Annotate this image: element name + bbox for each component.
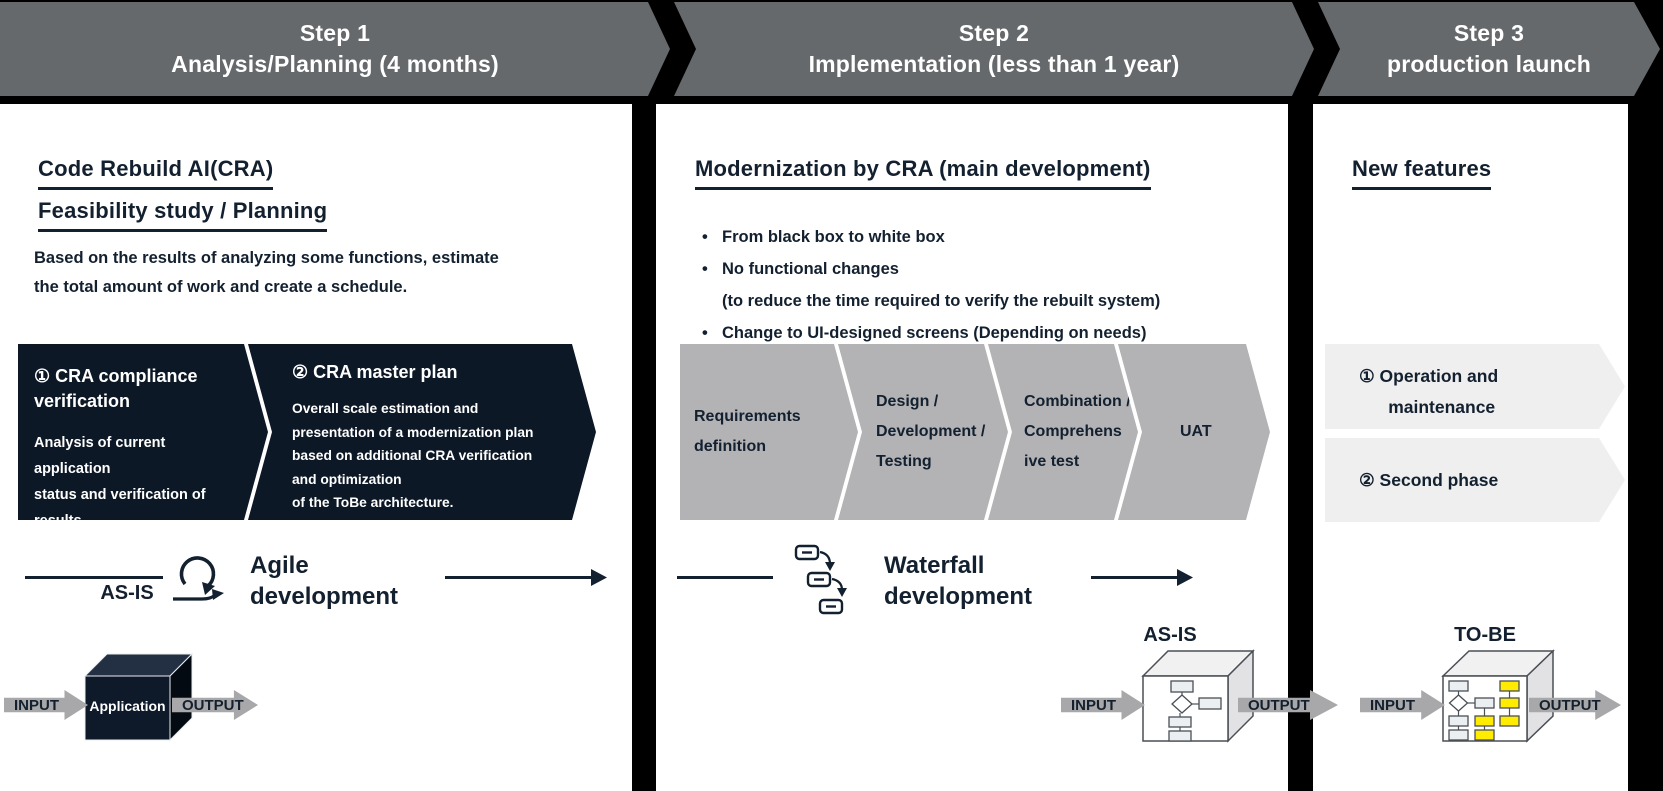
item-operation-and-maintenance: ① Operation and maintenance: [1325, 344, 1625, 429]
timeline-arrow-right: [445, 569, 607, 586]
panel1-heading-line1: Code Rebuild AI(CRA): [38, 156, 274, 190]
agile-development-label: Agile development: [250, 552, 399, 610]
timeline-arrow-right: [1091, 569, 1193, 586]
waterfall-steps-icon: [794, 544, 847, 615]
step3-title: Step 3: [1453, 20, 1525, 46]
header-step1: Step 1 Analysis/Planning (4 months): [0, 2, 670, 96]
as-is-label: AS-IS: [100, 582, 154, 604]
step2-title: Step 2: [958, 20, 1030, 46]
agile-loop-icon: [173, 556, 224, 601]
to-be-whitebox-cube: [1441, 649, 1555, 743]
cra-master-plan-title: ② CRA master plan: [292, 362, 458, 382]
phase-combination-comprehensive-test: Combination / Comprehens ive test: [988, 344, 1138, 520]
phase-design-development-testing: Design / Development / Testing: [838, 344, 1008, 520]
bullet-item: From black box to white box: [698, 221, 1160, 253]
item-second-phase: ② Second phase: [1325, 438, 1625, 522]
panel1-heading-line2: Feasibility study / Planning: [38, 198, 328, 232]
waterfall-development-label: Waterfall development: [884, 552, 1033, 610]
as-is-whitebox-cube: [1141, 649, 1255, 743]
bullet-item: No functional changes: [698, 253, 1160, 285]
bullet-item-continuation: (to reduce the time required to verify t…: [722, 292, 1161, 310]
as-is-label: AS-IS: [1143, 624, 1197, 646]
header-step3: Step 3 production launch: [1318, 2, 1660, 96]
panel-step2: Modernization by CRA (main development) …: [656, 104, 1338, 791]
chevron-cra-compliance: ① CRA compliance verification Analysis o…: [18, 344, 268, 520]
as-is-application-cube: [83, 652, 194, 742]
step1-title: Step 1: [299, 20, 371, 46]
input-arrow-step1: INPUT: [4, 690, 88, 720]
step3-subtitle: production launch: [1387, 51, 1591, 77]
application-box-label: Application: [89, 698, 166, 714]
cra-steps-band: ① CRA compliance verification Analysis o…: [18, 344, 596, 520]
timeline-line-left: [25, 576, 163, 579]
header-step2: Step 2 Implementation (less than 1 year): [674, 2, 1314, 96]
cra-compliance-body: Analysis of current application status a…: [34, 435, 206, 529]
chevron-cra-master-plan: ② CRA master plan Overall scale estimati…: [248, 344, 596, 520]
panel3-heading: New features: [1352, 156, 1492, 190]
panel-step3: New features ① Operation and maintenance…: [1313, 104, 1628, 791]
step2-subtitle: Implementation (less than 1 year): [808, 51, 1180, 77]
bullet-item: Change to UI-designed screens (Depending…: [698, 317, 1160, 349]
panel2-heading: Modernization by CRA (main development): [695, 156, 1151, 190]
step1-subtitle: Analysis/Planning (4 months): [171, 51, 499, 77]
panel2-bullet-list: From black box to white box No functiona…: [698, 221, 1160, 349]
timeline-line-left: [677, 576, 773, 579]
cra-master-plan-body: Overall scale estimation and presentatio…: [292, 401, 534, 510]
phase-requirements-definition: Requirements definition: [680, 344, 858, 520]
panel-step1: Code Rebuild AI(CRA) Feasibility study /…: [0, 104, 632, 791]
waterfall-phases-band: Requirements definition Design / Develop…: [680, 344, 1270, 520]
phase-uat: UAT: [1118, 344, 1270, 520]
input-arrow-step2: INPUT: [1061, 690, 1145, 720]
to-be-label: TO-BE: [1454, 624, 1516, 646]
panel1-description: Based on the results of analyzing some f…: [34, 249, 499, 296]
input-arrow-step3: INPUT: [1360, 690, 1445, 720]
cra-compliance-title: ① CRA compliance verification: [34, 366, 198, 411]
